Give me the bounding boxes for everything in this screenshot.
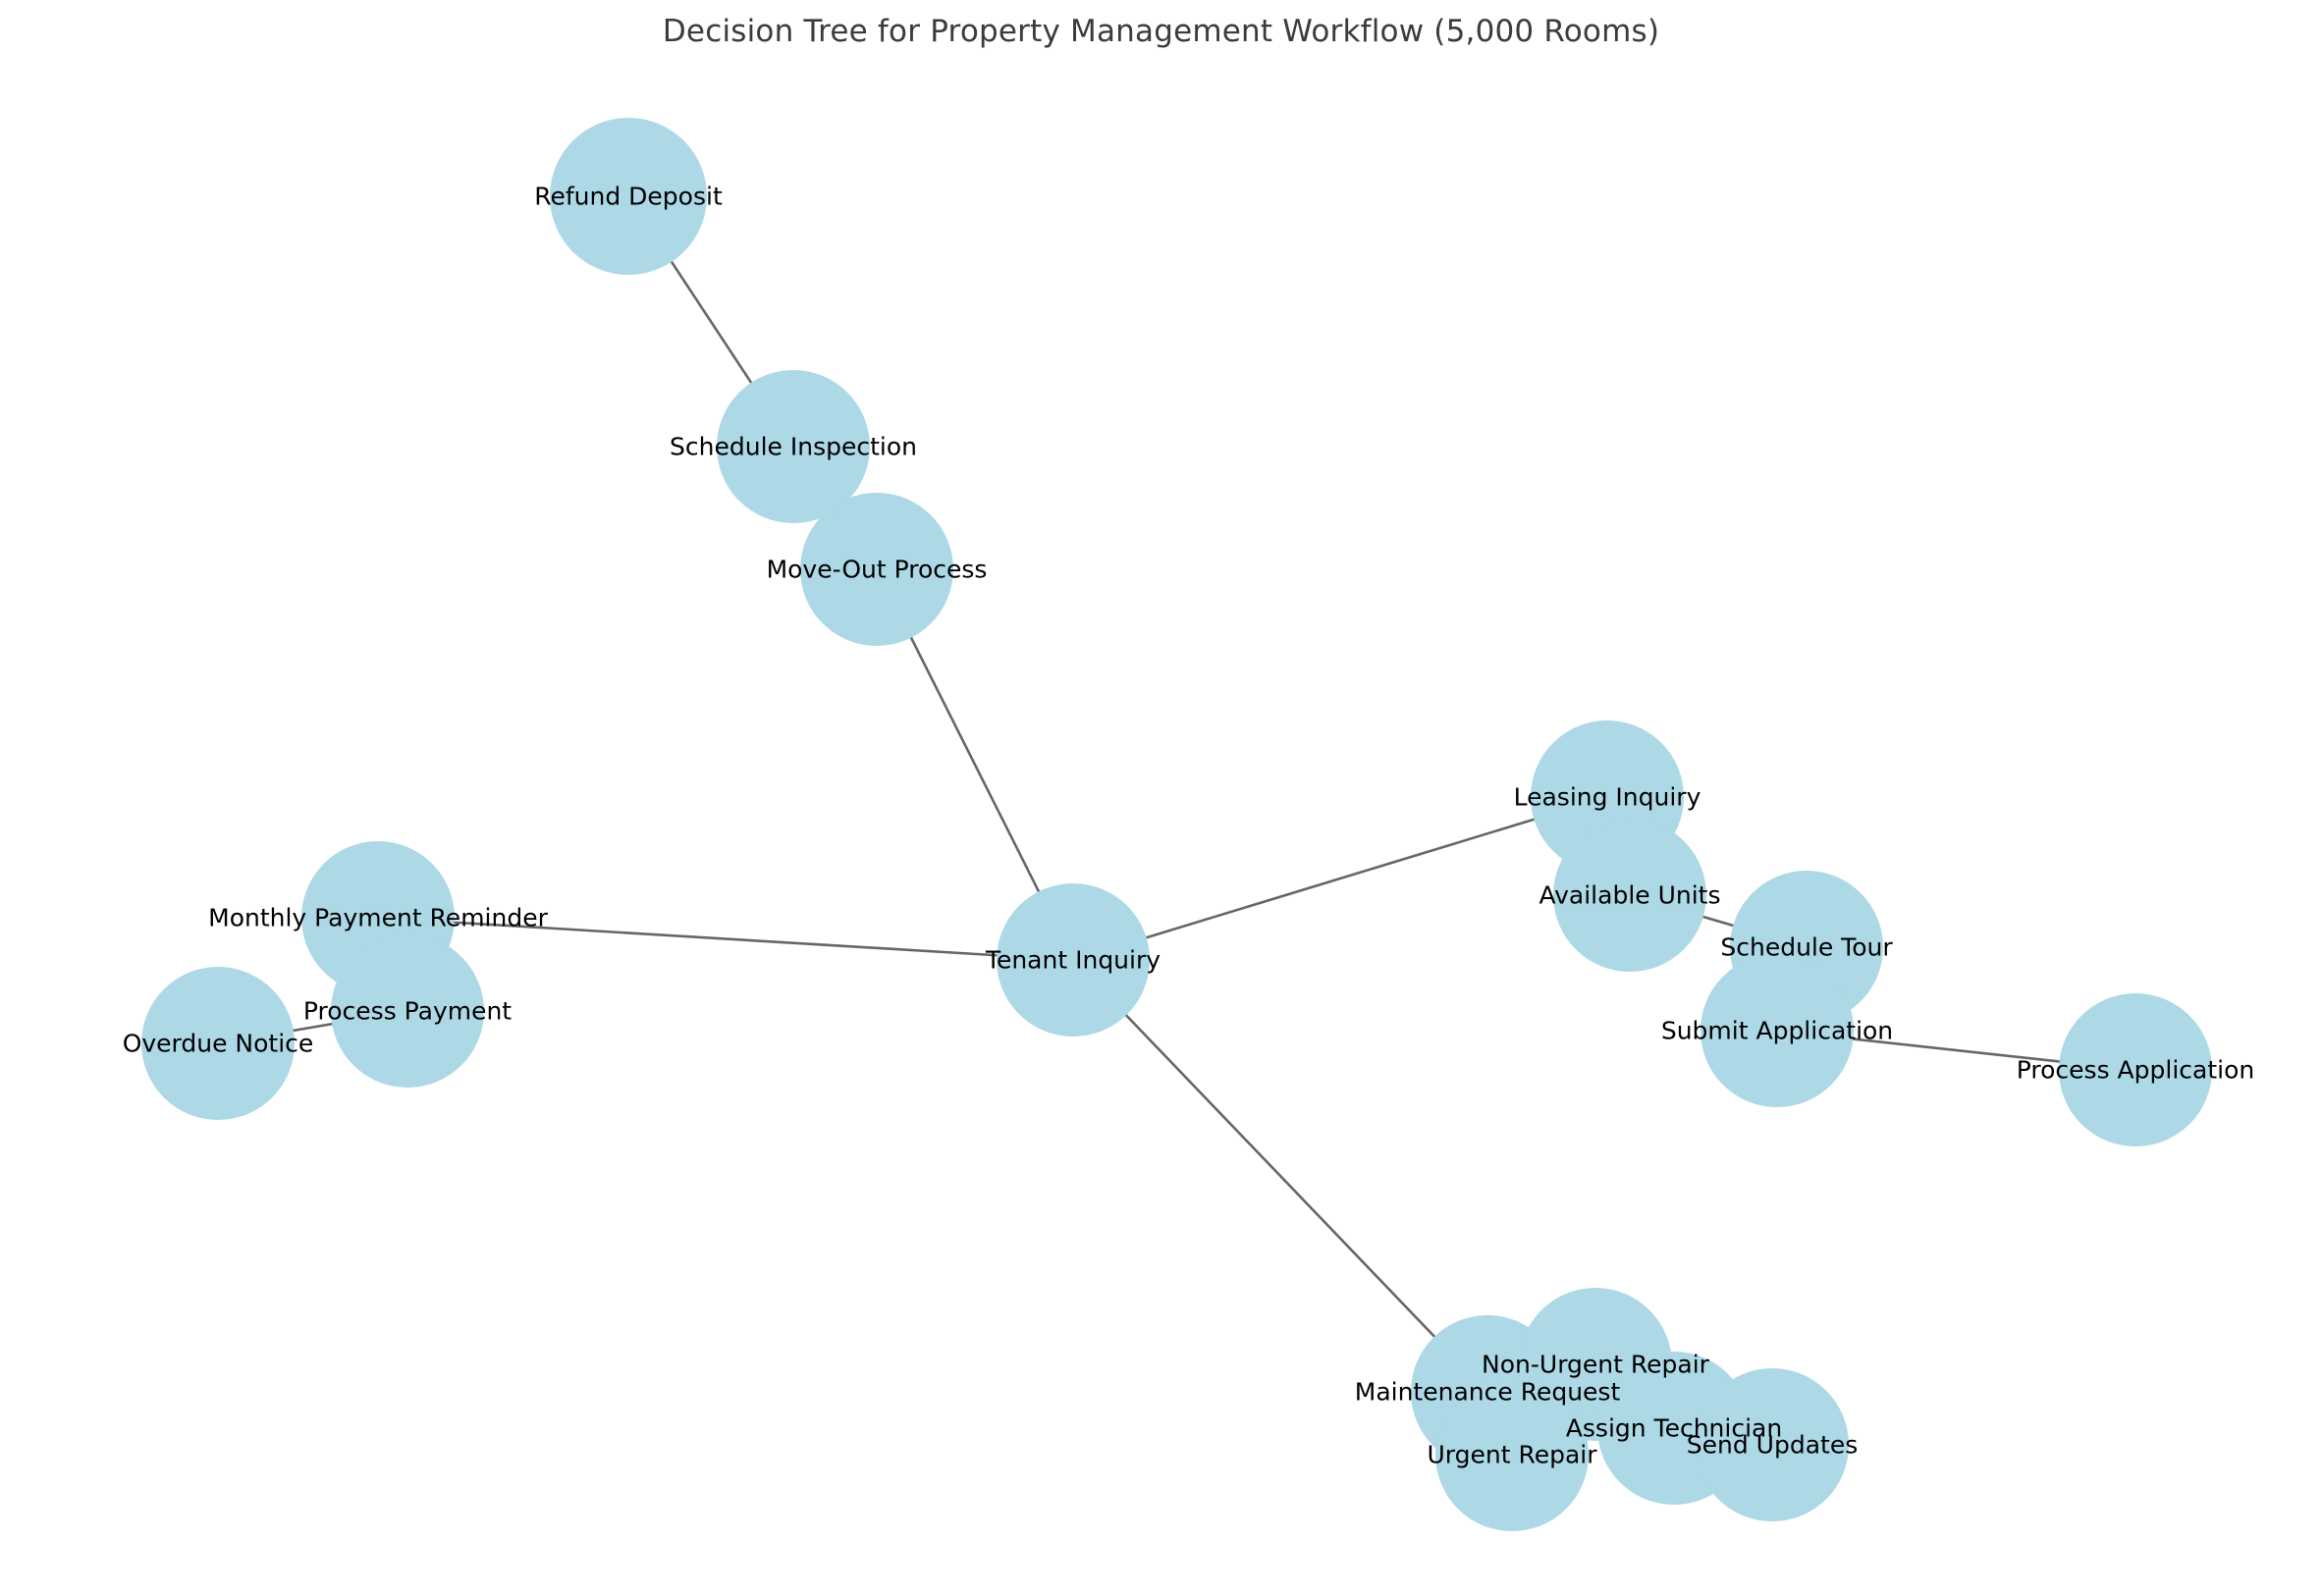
graph-node-move-out-process[interactable] bbox=[800, 493, 953, 646]
graph-node-label-process-application: Process Application bbox=[2016, 1055, 2255, 1085]
graph-node-schedule-inspection[interactable] bbox=[717, 370, 870, 523]
graph-edge bbox=[1072, 959, 1488, 1393]
graph-node-process-application[interactable] bbox=[2059, 993, 2212, 1146]
graph-node-label-leasing-inquiry: Leasing Inquiry bbox=[1513, 782, 1701, 812]
graph-node-label-schedule-tour: Schedule Tour bbox=[1720, 932, 1893, 962]
graph-node-urgent-repair[interactable] bbox=[1435, 1378, 1589, 1531]
graph-node-label-refund-deposit: Refund Deposit bbox=[534, 182, 723, 211]
graph-node-label-tenant-inquiry: Tenant Inquiry bbox=[985, 945, 1161, 975]
page-title: Decision Tree for Property Management Wo… bbox=[662, 14, 1660, 49]
graph-node-label-move-out-process: Move-Out Process bbox=[766, 555, 988, 584]
graph-node-label-overdue-notice: Overdue Notice bbox=[122, 1029, 314, 1058]
graph-node-label-urgent-repair: Urgent Repair bbox=[1427, 1440, 1597, 1469]
graph-edge bbox=[377, 916, 1074, 962]
graph-node-submit-application[interactable] bbox=[1701, 954, 1854, 1107]
graph-node-overdue-notice[interactable] bbox=[141, 967, 295, 1120]
graph-node-label-maintenance-request: Maintenance Request bbox=[1354, 1377, 1621, 1407]
graph-node-label-monthly-payment-reminder: Monthly Payment Reminder bbox=[208, 903, 548, 932]
graph-node-label-assign-technician: Assign Technician bbox=[1565, 1413, 1783, 1443]
graph-node-refund-deposit[interactable] bbox=[550, 118, 707, 275]
graph-node-process-payment[interactable] bbox=[331, 934, 484, 1088]
graph-node-label-submit-application: Submit Application bbox=[1660, 1016, 1894, 1045]
graph-node-send-updates[interactable] bbox=[1696, 1368, 1849, 1521]
graph-node-label-non-urgent-repair: Non-Urgent Repair bbox=[1482, 1350, 1709, 1379]
graph-node-tenant-inquiry[interactable] bbox=[997, 883, 1150, 1037]
graph-edge bbox=[1072, 795, 1608, 962]
graph-node-label-send-updates: Send Updates bbox=[1686, 1430, 1859, 1460]
graph-node-available-units[interactable] bbox=[1553, 819, 1706, 972]
graph-node-label-schedule-inspection: Schedule Inspection bbox=[670, 432, 917, 461]
graph-node-label-available-units: Available Units bbox=[1539, 880, 1721, 910]
graph-node-label-process-payment: Process Payment bbox=[302, 996, 513, 1026]
